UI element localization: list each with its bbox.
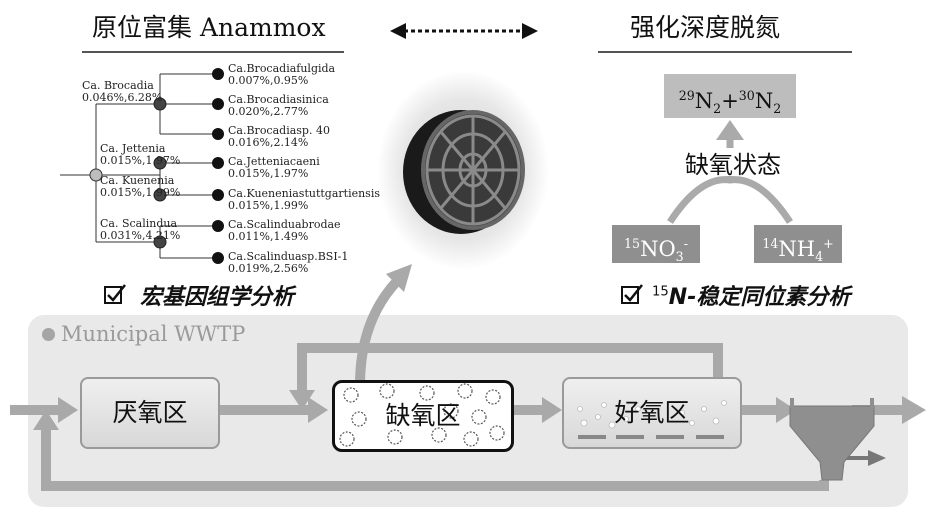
- bullet-icon: [42, 328, 55, 341]
- right-title: 强化深度脱氮: [630, 13, 781, 42]
- reaction-arrows: [667, 120, 793, 224]
- clarifier-tank: [789, 398, 875, 481]
- check-box-icon: [621, 284, 643, 304]
- product-n2-box: 29N2+30N2: [664, 74, 796, 118]
- wwtp-label: Municipal WWTP: [42, 322, 245, 346]
- anaerobic-zone-label: 厌氧区: [112, 398, 188, 427]
- aerobic-zone-label: 好氧区: [614, 398, 690, 427]
- process-flow-arrows: [10, 264, 926, 491]
- left-title-underline: [82, 51, 344, 53]
- nitrate-box: 15NO3-: [612, 225, 700, 264]
- ammonium-box: 14NH4+: [754, 225, 842, 264]
- condition-label: 缺氧状态: [685, 151, 781, 179]
- anaerobic-zone: 厌氧区: [80, 377, 220, 449]
- aeration-bubbles: [577, 400, 727, 439]
- left-title: 原位富集 Anammox: [92, 13, 326, 42]
- phylogenetic-tree: [60, 68, 224, 264]
- isotope-analysis-label: 15N-稳定同位素分析: [652, 284, 851, 310]
- double-arrow-icon: [390, 23, 538, 39]
- biofilm-carrier-image: [377, 70, 549, 270]
- aerobic-zone: 好氧区: [562, 377, 742, 449]
- metagenomics-label: 宏基因组学分析: [140, 285, 295, 310]
- check-box-icon: [104, 284, 126, 304]
- anoxic-zone-label: 缺氧区: [385, 401, 461, 430]
- carrier-particles: [339, 383, 505, 447]
- anoxic-zone: 缺氧区: [332, 380, 514, 452]
- right-title-underline: [598, 51, 852, 53]
